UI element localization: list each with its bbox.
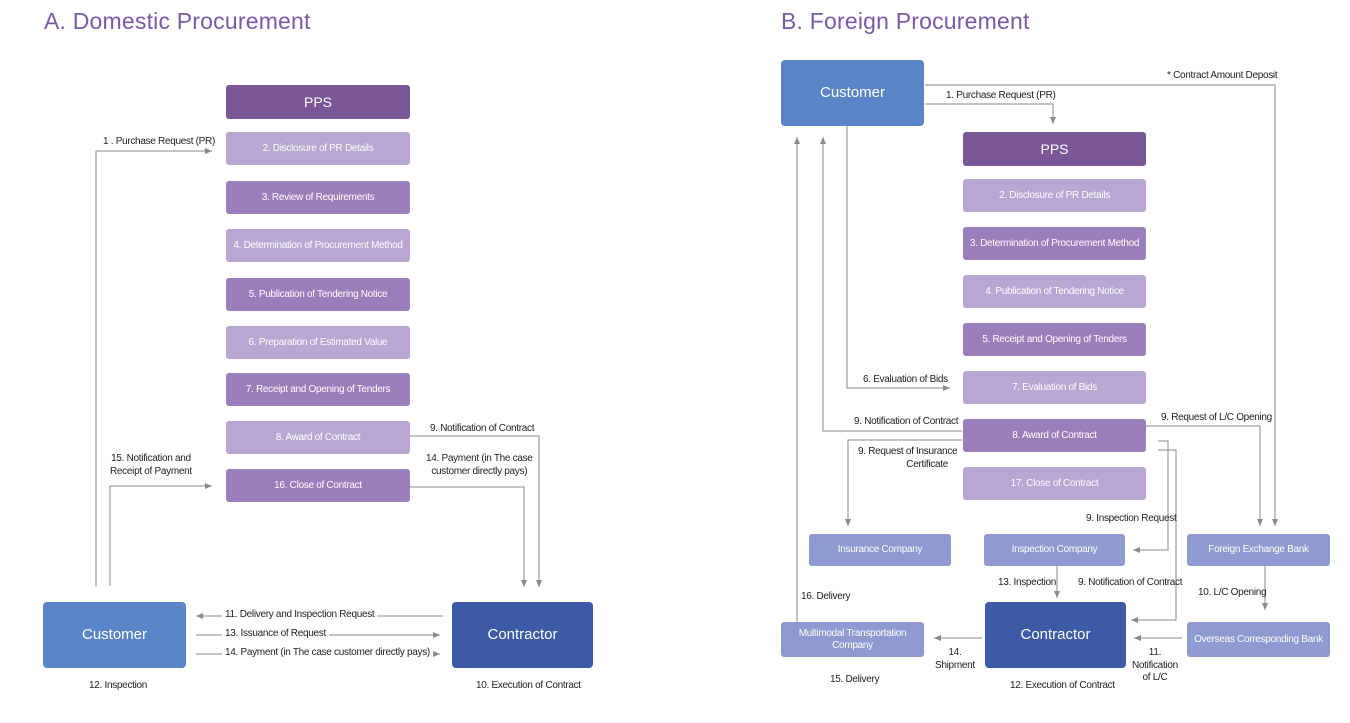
line-notification-payment	[109, 483, 212, 586]
box-line: Company	[832, 639, 873, 651]
domestic-label-execution: 10. Execution of Contract	[476, 680, 581, 691]
label-line: 9. Request of Insurance	[858, 446, 958, 457]
foreign-step-close: 17. Close of Contract	[963, 467, 1146, 500]
foreign-step-publication: 4. Publication of Tendering Notice	[963, 275, 1146, 308]
label-line: Notification	[1132, 659, 1178, 671]
domestic-label-delivery-inspection: 11. Delivery and Inspection Request	[222, 609, 378, 622]
line-payment-direct	[410, 486, 527, 587]
label-line: 14. Payment (in The case	[426, 453, 533, 464]
label-line: Receipt of Payment	[110, 465, 192, 477]
foreign-step-evaluation: 7. Evaluation of Bids	[963, 371, 1146, 404]
foreign-step-award: 8. Award of Contract	[963, 419, 1146, 452]
box-line: Multimodal Transportation	[798, 628, 907, 639]
line-deposit	[925, 84, 1278, 526]
foreign-step-receipt-opening: 5. Receipt and Opening of Tenders	[963, 323, 1146, 356]
domestic-label-issuance: 13. Issuance of Request	[222, 628, 329, 641]
line-inspection-request	[1133, 440, 1169, 553]
foreign-label-inspection: 13. Inspection	[998, 577, 1057, 588]
foreign-contractor-box: Contractor	[985, 602, 1126, 668]
foreign-label-lc-request: 9. Request of L/C Opening	[1161, 412, 1272, 423]
domestic-customer-box: Customer	[43, 602, 186, 668]
line-notification-contractor	[1131, 449, 1177, 623]
domestic-step-estimated-value: 6. Preparation of Estimated Value	[226, 326, 410, 359]
foreign-label-deposit: * Contract Amount Deposit	[1167, 70, 1278, 81]
foreign-title: B. Foreign Procurement	[781, 8, 1030, 34]
domestic-label-purchase-request: 1 . Purchase Request (PR)	[103, 136, 215, 147]
domestic-label-notification-payment: 15. Notification and Receipt of Payment	[110, 453, 192, 478]
inspection-company-box: Inspection Company	[984, 534, 1125, 566]
foreign-label-purchase-request: 1. Purchase Request (PR)	[946, 90, 1056, 101]
line-notification-contract	[410, 435, 542, 587]
label-line: 11.	[1148, 647, 1162, 658]
line-notification-customer	[820, 137, 962, 432]
domestic-label-inspection: 12. Inspection	[89, 680, 148, 691]
label-line: 14.	[948, 647, 962, 658]
transport-company-box: Multimodal Transportation Company	[781, 622, 924, 657]
line-evaluation	[846, 126, 950, 391]
foreign-label-notification-contract-2: 9. Notification of Contract	[1078, 577, 1183, 588]
foreign-step-determination: 3. Determination of Procurement Method	[963, 227, 1146, 260]
domestic-step-receipt-opening: 7. Receipt and Opening of Tenders	[226, 373, 410, 406]
foreign-label-insurance-request: 9. Request of Insurance Certificate	[858, 446, 958, 471]
foreign-exchange-bank-box: Foreign Exchange Bank	[1187, 534, 1330, 566]
label-line: 15. Notification and	[111, 453, 191, 464]
domestic-step-disclosure: 2. Disclosure of PR Details	[226, 132, 410, 165]
foreign-customer-box: Customer	[781, 60, 924, 126]
label-line: customer directly pays)	[431, 465, 528, 477]
label-line: of L/C	[1142, 672, 1168, 683]
foreign-label-lc-opening: 10. L/C Opening	[1198, 587, 1267, 598]
line-purchase-request	[95, 148, 212, 586]
foreign-label-delivery-16: 16. Delivery	[801, 591, 851, 602]
domestic-step-publication: 5. Publication of Tendering Notice	[226, 278, 410, 311]
domestic-label-payment-direct: 14. Payment (in The case customer direct…	[426, 453, 533, 478]
domestic-label-notification-contract: 9. Notification of Contract	[430, 423, 535, 434]
domestic-label-payment-bottom: 14. Payment (in The case customer direct…	[222, 647, 433, 660]
foreign-label-evaluation: 6. Evaluation of Bids	[863, 374, 948, 385]
foreign-label-shipment: 14. Shipment	[935, 647, 975, 672]
domestic-step-determination: 4. Determination of Procurement Method	[226, 229, 410, 262]
domestic-pps-box: PPS	[226, 85, 410, 119]
foreign-step-disclosure: 2. Disclosure of PR Details	[963, 179, 1146, 212]
label-line: Shipment	[935, 659, 975, 671]
domestic-step-close: 16. Close of Contract	[226, 469, 410, 502]
line-insurance-request	[845, 439, 962, 526]
label-line: Certificate	[906, 458, 948, 470]
domestic-step-award: 8. Award of Contract	[226, 421, 410, 454]
line-lc-request	[1118, 425, 1263, 526]
foreign-label-notify-lc: 11. Notification of L/C	[1132, 647, 1178, 685]
domestic-contractor-box: Contractor	[452, 602, 593, 668]
foreign-label-execution: 12. Execution of Contract	[1010, 680, 1115, 691]
foreign-label-delivery-15: 15. Delivery	[830, 674, 880, 685]
domestic-title: A. Domestic Procurement	[44, 8, 311, 34]
foreign-label-notification-contract: 9. Notification of Contract	[854, 416, 959, 427]
insurance-company-box: Insurance Company	[809, 534, 951, 566]
foreign-pps-box: PPS	[963, 132, 1146, 166]
domestic-step-review: 3. Review of Requirements	[226, 181, 410, 214]
line-purchase-request-foreign	[925, 103, 1056, 124]
overseas-bank-box: Overseas Corresponding Bank	[1187, 622, 1330, 657]
foreign-label-inspection-request: 9. Inspection Request	[1086, 513, 1177, 524]
